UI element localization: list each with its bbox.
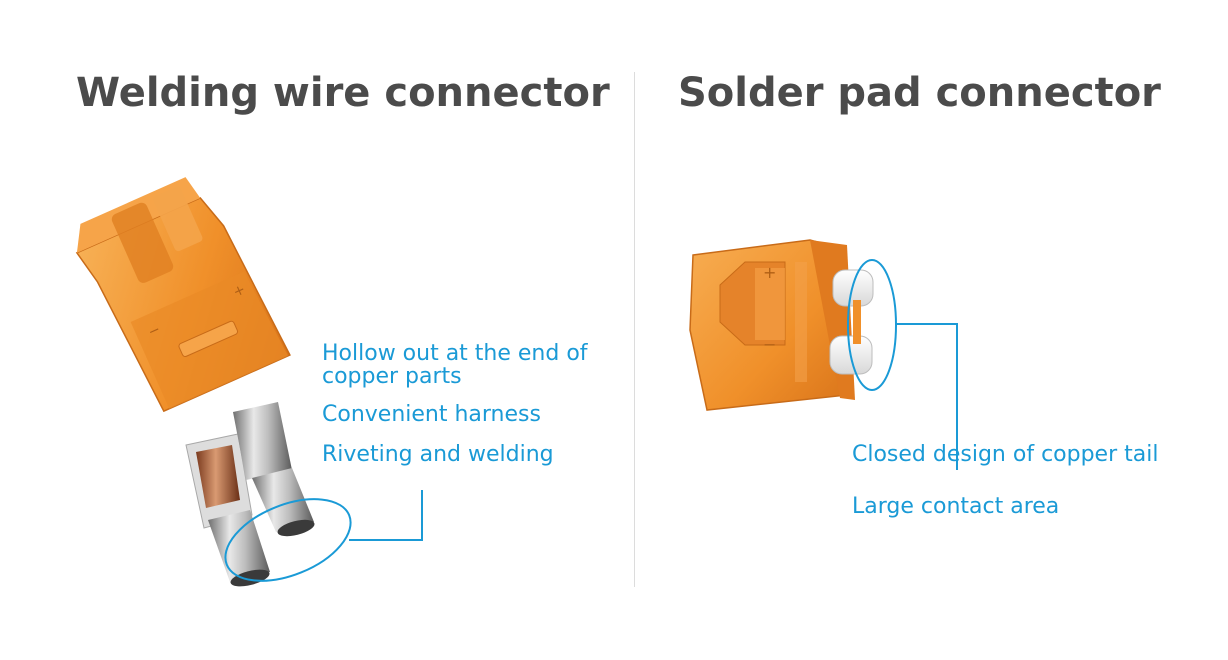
feature-hollow-out-line2: copper parts xyxy=(322,364,462,389)
welding-callout-leader xyxy=(349,490,423,541)
welding-wire-connector-panel: Welding wire connector xyxy=(75,70,610,587)
solder-callout-leader xyxy=(896,323,958,470)
solder-connector-body: + − xyxy=(689,239,855,411)
svg-text:−: − xyxy=(763,335,776,354)
welding-callout-ellipse xyxy=(224,498,352,582)
svg-text:+: + xyxy=(763,263,776,282)
solder-pad-title: Solder pad connector xyxy=(678,70,1161,116)
welding-wire-connector-illustration: + − xyxy=(75,177,423,587)
feature-riveting-welding: Riveting and welding xyxy=(322,442,554,467)
feature-hollow-out-line1: Hollow out at the end of xyxy=(322,341,588,366)
feature-convenient-harness: Convenient harness xyxy=(322,402,541,427)
solder-pad-connector-illustration: + − xyxy=(689,239,958,470)
panel-divider xyxy=(634,72,635,587)
feature-large-contact-area: Large contact area xyxy=(852,494,1060,519)
connector-body: + − xyxy=(75,177,291,413)
solder-pad-connector-panel: Solder pad connector + − xyxy=(635,0,1228,660)
feature-closed-design: Closed design of copper tail xyxy=(852,442,1159,467)
welding-wire-title: Welding wire connector xyxy=(76,70,610,116)
copper-rivet-pin xyxy=(185,433,270,587)
solid-pin xyxy=(233,402,315,537)
